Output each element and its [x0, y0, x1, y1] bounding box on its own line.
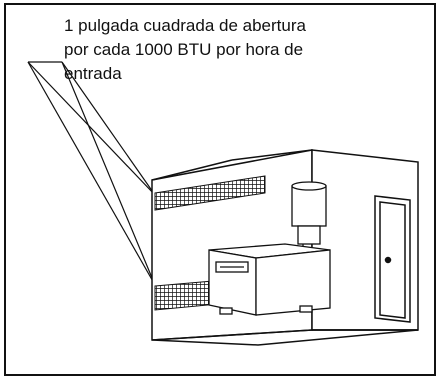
leader-lines: [27, 61, 156, 286]
caption: 1 pulgada cuadrada de abertura por cada …: [64, 14, 394, 86]
caption-line-3: entrada: [64, 64, 122, 83]
upper-vent-grille: [154, 175, 266, 211]
boiler: [208, 243, 331, 316]
caption-line-2: por cada 1000 BTU por hora de: [64, 40, 304, 59]
caption-line-1: 1 pulgada cuadrada de abertura: [64, 16, 306, 35]
water-heater: [291, 181, 327, 252]
door: [374, 195, 411, 323]
